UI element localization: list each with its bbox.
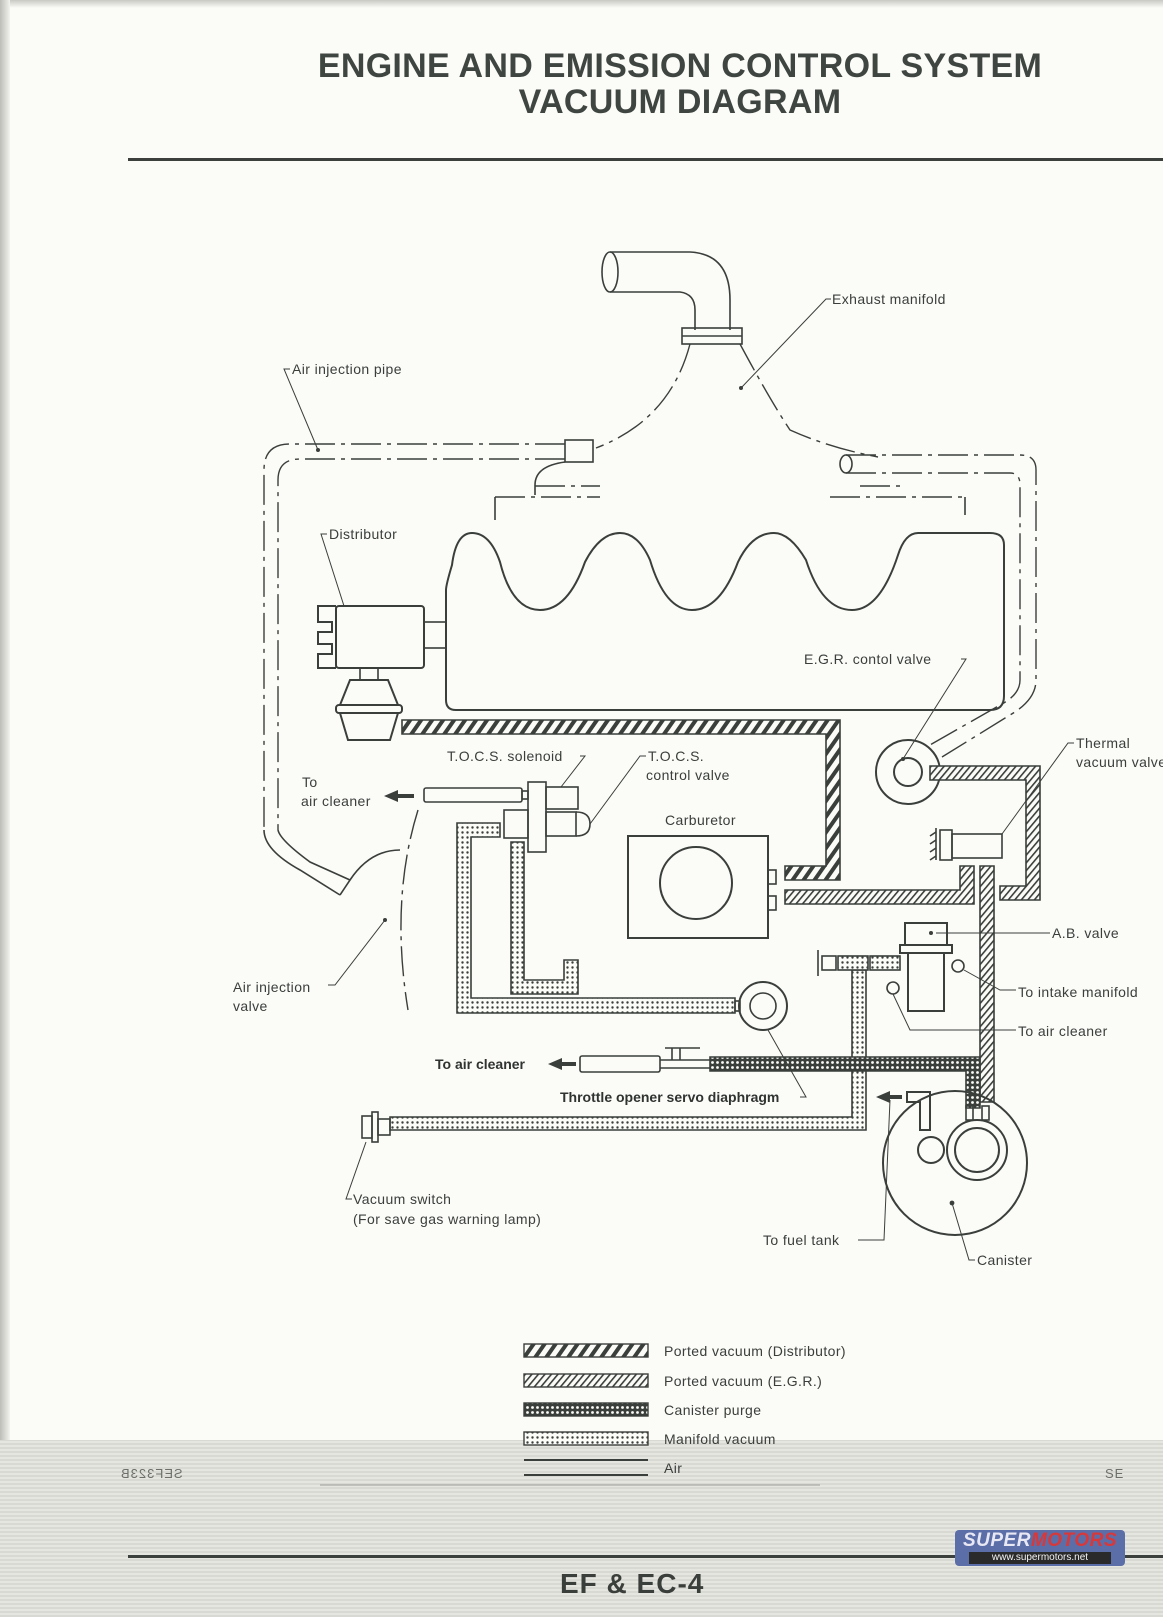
label-egr-control-valve: E.G.R. contol valve <box>804 651 931 667</box>
logo-brand: SUPERMOTORS <box>955 1530 1125 1552</box>
legend-swatch-manifold-vacuum <box>523 1431 649 1446</box>
label-air-injection-pipe: Air injection pipe <box>292 361 402 377</box>
air-injection-valve <box>339 809 419 1011</box>
label-air-injection-valve-2: valve <box>233 998 268 1014</box>
label-thermal-vacuum-valve: Thermal <box>1076 735 1130 751</box>
egr-vacuum-lines <box>784 765 1041 1103</box>
leader-lines <box>283 298 1074 1261</box>
label-tocs-control-valve-2: control valve <box>646 767 730 783</box>
ab-valve <box>886 922 965 1012</box>
legend-label: Ported vacuum (Distributor) <box>664 1343 846 1359</box>
air-injection-pipe <box>263 439 600 896</box>
page-subtitle: VACUUM DIAGRAM <box>518 83 842 121</box>
label-tocs-control-valve: T.O.C.S. <box>648 748 704 764</box>
footer-scan-noise <box>0 1440 1163 1617</box>
servo-air-line <box>548 1047 710 1073</box>
legend-label: Canister purge <box>664 1402 761 1418</box>
tocs-assembly <box>384 781 591 853</box>
label-ab-valve: A.B. valve <box>1052 925 1119 941</box>
ab-valve-ground <box>817 950 837 976</box>
air-pipe-right <box>830 454 1037 758</box>
supermotors-logo: SUPERMOTORS www.supermotors.net <box>955 1530 1125 1566</box>
carburetor <box>627 835 777 939</box>
canister <box>876 1090 1028 1236</box>
label-exhaust-manifold: Exhaust manifold <box>832 291 946 307</box>
label-canister: Canister <box>977 1252 1032 1268</box>
legend: Ported vacuum (Distributor) Ported vacuu… <box>320 1343 846 1486</box>
label-vacuum-switch-2: (For save gas warning lamp) <box>353 1211 541 1227</box>
logo-brand-a: SUPER <box>962 1530 1031 1551</box>
footer-rule <box>128 1555 1163 1558</box>
figure-code-mirrored: SEF323B <box>120 1466 183 1481</box>
logo-brand-b: MOTORS <box>1030 1530 1117 1551</box>
legend-swatch-air <box>524 1459 648 1476</box>
figure-code-right: SE <box>1105 1466 1125 1481</box>
thermal-vacuum-valve <box>929 828 1003 861</box>
label-throttle-opener-servo: Throttle opener servo diaphragm <box>560 1089 779 1105</box>
label-to-air-cleaner-top: To <box>302 774 318 790</box>
label-to-air-cleaner-top-2: air cleaner <box>301 793 371 809</box>
label-air-injection-valve: Air injection <box>233 979 311 995</box>
label-to-air-cleaner-mid: To air cleaner <box>435 1056 526 1072</box>
exhaust-manifold <box>595 251 879 458</box>
vacuum-switch <box>361 1111 391 1143</box>
label-vacuum-switch: Vacuum switch <box>353 1191 451 1207</box>
page-number: EF & EC-4 <box>560 1568 705 1599</box>
label-to-fuel-tank: To fuel tank <box>763 1232 840 1248</box>
engine-block <box>445 531 1005 711</box>
page-title: ENGINE AND EMISSION CONTROL SYSTEM <box>317 47 1043 85</box>
legend-label: Air <box>664 1460 682 1476</box>
legend-label: Ported vacuum (E.G.R.) <box>664 1373 822 1389</box>
title-rule <box>128 158 1163 161</box>
legend-label: Manifold vacuum <box>664 1431 776 1447</box>
logo-url: www.supermotors.net <box>969 1552 1111 1564</box>
distributor-vacuum-line <box>401 719 841 881</box>
throttle-opener-servo <box>734 981 788 1031</box>
label-tocs-solenoid: T.O.C.S. solenoid <box>447 748 563 764</box>
legend-swatch-ported-distributor <box>523 1343 649 1358</box>
label-to-intake-manifold: To intake manifold <box>1018 984 1138 1000</box>
label-carburetor: Carburetor <box>665 812 736 828</box>
legend-swatch-ported-egr <box>523 1373 649 1388</box>
distributor <box>317 605 447 741</box>
label-to-air-cleaner-right: To air cleaner <box>1018 1023 1108 1039</box>
scan-edge <box>0 0 10 1617</box>
label-thermal-vacuum-valve-2: vacuum valve <box>1076 754 1163 770</box>
label-distributor: Distributor <box>329 526 397 542</box>
legend-swatch-canister-purge <box>523 1402 649 1417</box>
scan-edge <box>0 0 1163 8</box>
